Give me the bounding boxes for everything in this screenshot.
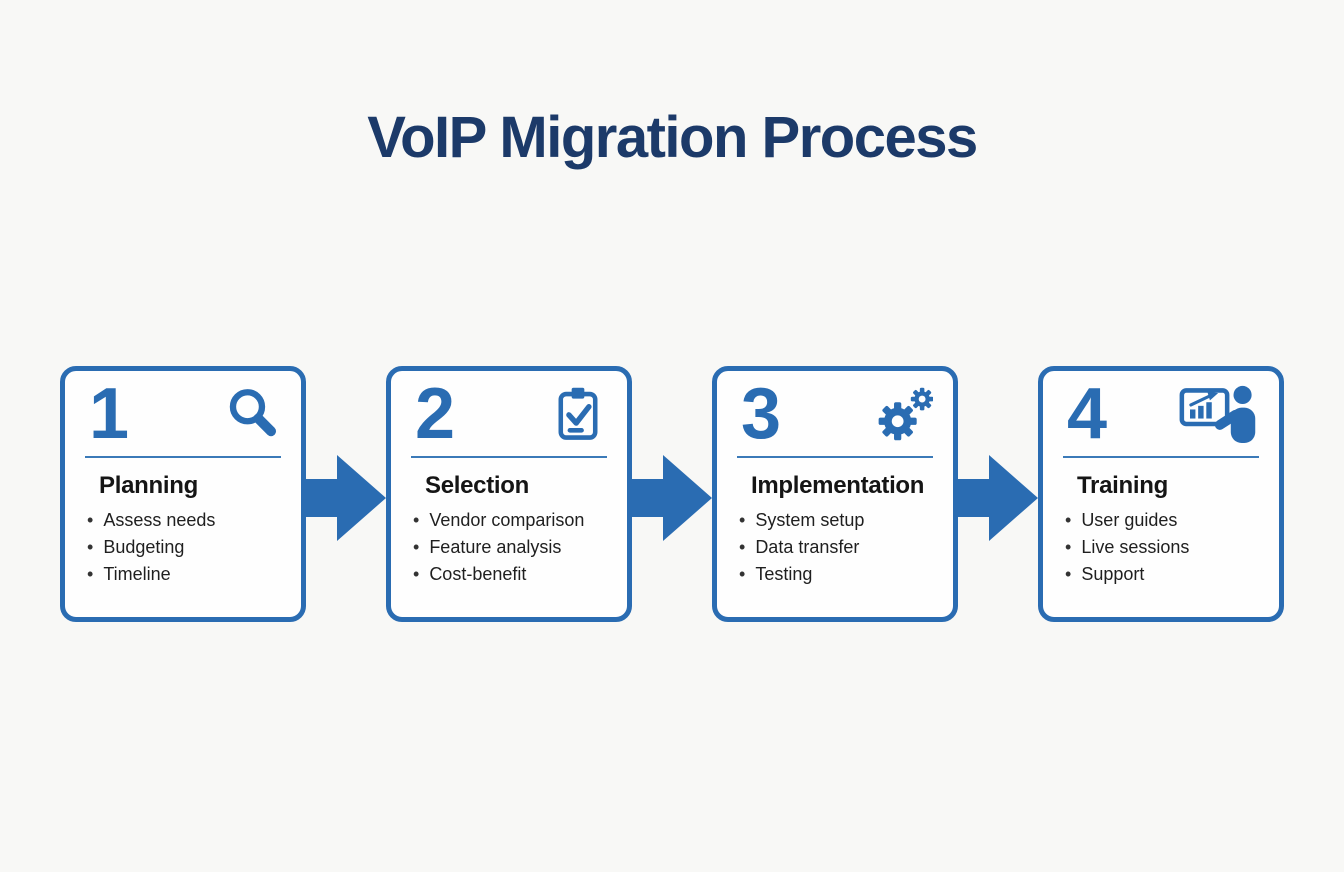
step-card-header: 4 [1067,374,1259,456]
step-card-header: 2 [415,374,607,456]
step-item-list: User guides Live sessions Support [1043,507,1279,588]
divider [1063,456,1259,458]
step-item-list: Vendor comparison Feature analysis Cost-… [391,507,627,588]
clipboard-check-icon [549,385,607,443]
step-title: Implementation [751,472,925,499]
step-number: 3 [741,374,782,454]
search-icon [223,385,281,443]
step-item: System setup [739,507,953,534]
step-item: Feature analysis [413,534,627,561]
step-title: Planning [99,472,198,499]
step-number: 1 [89,374,130,454]
step-item-list: System setup Data transfer Testing [717,507,953,588]
step-card-selection: 2 Selection Vendor comparison Feature an… [386,366,632,622]
step-card-header: 1 [89,374,281,456]
process-steps-row: 1 Planning Assess needs Budgeting Timeli… [0,366,1344,622]
arrow-right-icon [958,450,1038,546]
step-item: Assess needs [87,507,301,534]
divider [411,456,607,458]
step-item-list: Assess needs Budgeting Timeline [65,507,301,588]
step-item: Live sessions [1065,534,1279,561]
step-item: User guides [1065,507,1279,534]
step-item: Cost-benefit [413,561,627,588]
step-title: Selection [425,472,529,499]
arrow-right-icon [306,450,386,546]
step-card-header: 3 [741,374,933,456]
divider [737,456,933,458]
step-card-planning: 1 Planning Assess needs Budgeting Timeli… [60,366,306,622]
step-item: Timeline [87,561,301,588]
step-item: Testing [739,561,953,588]
step-item: Data transfer [739,534,953,561]
arrow-right-icon [632,450,712,546]
presenter-chart-icon [1179,385,1259,443]
step-title: Training [1077,472,1168,499]
step-number: 4 [1067,374,1108,454]
step-number: 2 [415,374,456,454]
page-title: VoIP Migration Process [367,105,978,170]
step-item: Vendor comparison [413,507,627,534]
step-card-training: 4 [1038,366,1284,622]
step-card-implementation: 3 [712,366,958,622]
divider [85,456,281,458]
step-item: Budgeting [87,534,301,561]
gears-icon [875,385,933,443]
step-item: Support [1065,561,1279,588]
voip-migration-diagram: VoIP Migration Process 1 Planning Assess… [0,104,1344,872]
